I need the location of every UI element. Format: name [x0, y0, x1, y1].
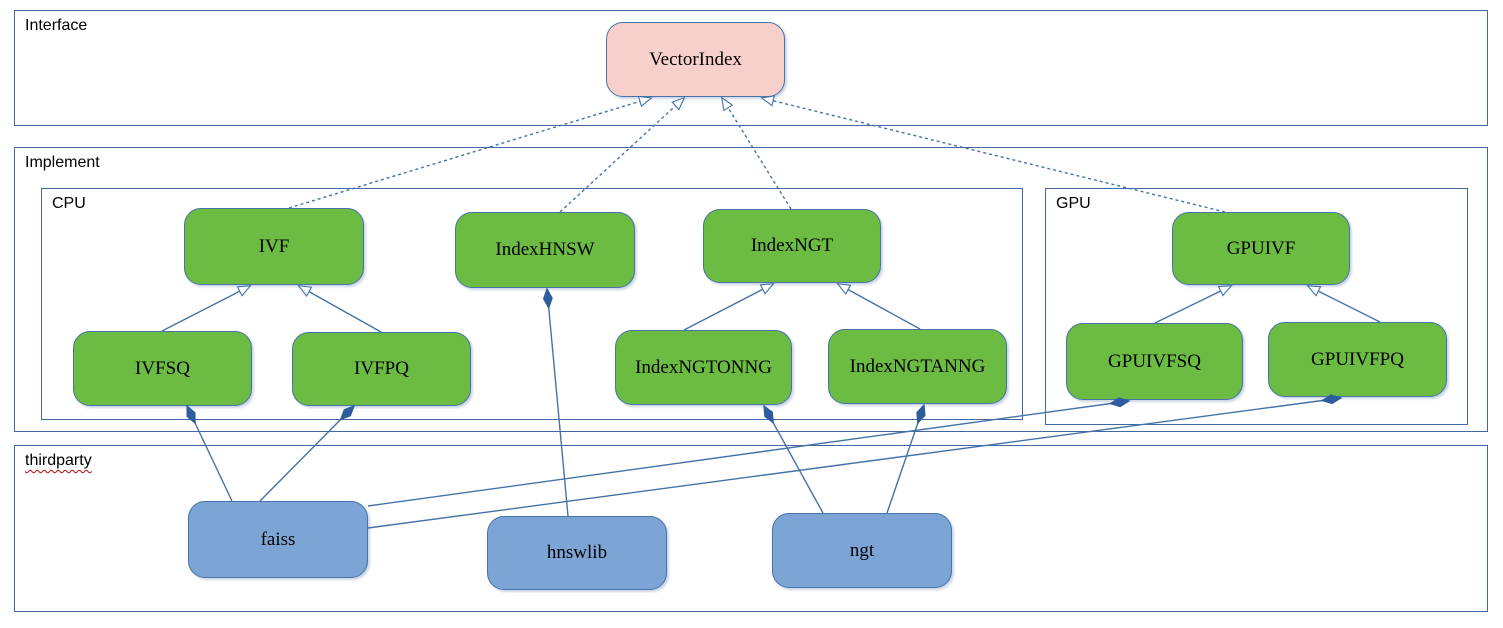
node-indexngtonng-label: IndexNGTONNG: [635, 356, 772, 378]
node-ngt[interactable]: ngt: [772, 513, 952, 588]
node-indexngtanng[interactable]: IndexNGTANNG: [828, 329, 1007, 404]
node-vectorindex-label: VectorIndex: [649, 48, 742, 70]
node-ngt-label: ngt: [849, 539, 875, 561]
node-indexngtonng[interactable]: IndexNGTONNG: [615, 330, 792, 405]
node-ivfpq[interactable]: IVFPQ: [292, 332, 471, 406]
node-indexhnsw[interactable]: IndexHNSW: [455, 212, 635, 288]
node-faiss-label: faiss: [260, 528, 296, 550]
node-gpuivfpq[interactable]: GPUIVFPQ: [1268, 322, 1447, 397]
node-gpuivf-label: GPUIVF: [1226, 237, 1296, 259]
node-faiss[interactable]: faiss: [188, 501, 368, 578]
node-ivf[interactable]: IVF: [184, 208, 364, 285]
container-implement-label: Implement: [25, 154, 100, 171]
node-indexhnsw-label: IndexHNSW: [495, 239, 595, 260]
node-gpuivfpq-label: GPUIVFPQ: [1311, 348, 1404, 370]
node-indexngt-label: IndexNGT: [750, 235, 834, 256]
node-ivf-label: IVF: [258, 235, 290, 257]
node-indexngtanng-label: IndexNGTANNG: [849, 355, 986, 377]
container-cpu-label: CPU: [52, 195, 86, 212]
node-hnswlib-label: hnswlib: [546, 542, 608, 563]
node-gpuivf[interactable]: GPUIVF: [1172, 212, 1350, 285]
node-hnswlib[interactable]: hnswlib: [487, 516, 667, 590]
container-thirdparty-label: thirdparty: [25, 452, 92, 469]
container-interface-label: Interface: [25, 17, 88, 34]
node-vectorindex[interactable]: VectorIndex: [606, 22, 785, 97]
node-ivfsq[interactable]: IVFSQ: [73, 331, 252, 406]
node-indexngt[interactable]: IndexNGT: [703, 209, 881, 283]
container-gpu-label: GPU: [1056, 195, 1091, 212]
node-ivfpq-label: IVFPQ: [354, 358, 409, 379]
node-ivfsq-label: IVFSQ: [135, 357, 190, 379]
node-gpuivfsq-label: GPUIVFSQ: [1108, 350, 1201, 372]
node-gpuivfsq[interactable]: GPUIVFSQ: [1066, 323, 1243, 400]
